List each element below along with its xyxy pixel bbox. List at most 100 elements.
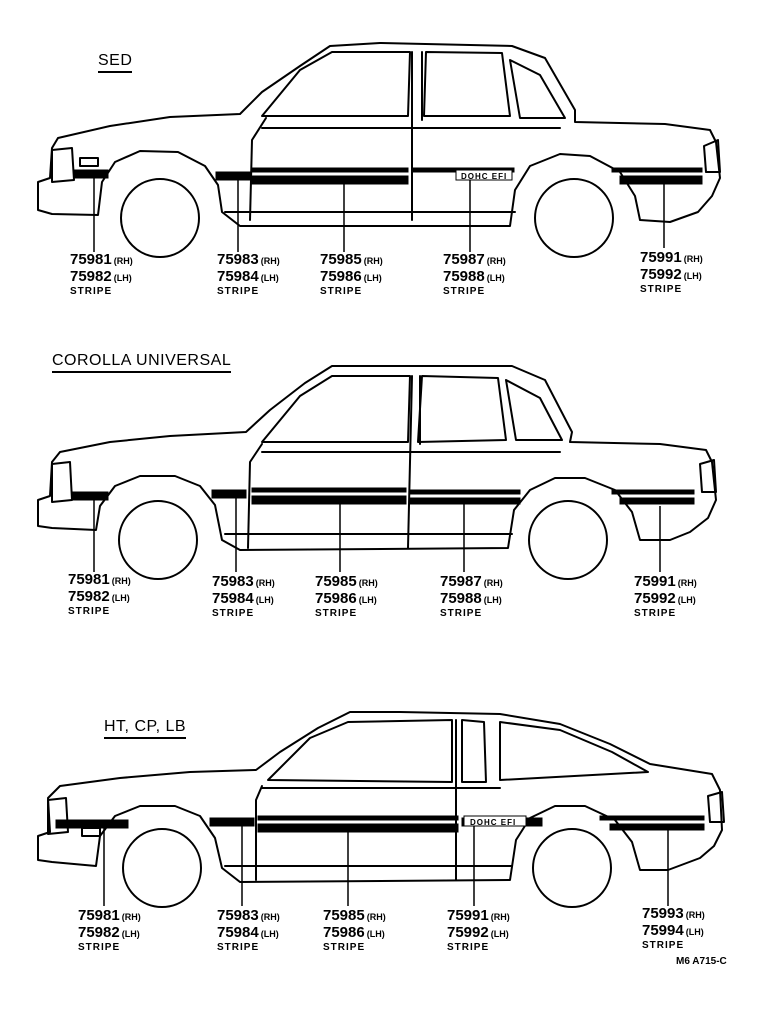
- part-number-rh: 75987: [440, 573, 482, 590]
- part-label: 75983(RH) 75984(LH) STRIPE: [217, 908, 337, 954]
- side-rh: (RH): [255, 578, 275, 588]
- sedan-badge-box: [455, 169, 513, 181]
- side-lh: (LH): [358, 595, 377, 605]
- part-number-lh: 75992: [640, 266, 682, 283]
- part-label: 75987(RH) 75988(LH) STRIPE: [440, 574, 560, 620]
- side-lh: (LH): [683, 271, 702, 281]
- side-rh: (RH): [683, 254, 703, 264]
- side-lh: (LH): [255, 595, 274, 605]
- side-lh: (LH): [685, 927, 704, 937]
- part-number-rh: 75981: [68, 571, 110, 588]
- part-number-rh: 75991: [640, 249, 682, 266]
- side-rh: (RH): [483, 578, 503, 588]
- side-rh: (RH): [677, 578, 697, 588]
- part-number-lh: 75992: [447, 924, 489, 941]
- side-lh: (LH): [677, 595, 696, 605]
- part-description: STRIPE: [70, 286, 113, 297]
- part-description: STRIPE: [640, 284, 683, 295]
- side-rh: (RH): [260, 912, 280, 922]
- part-description: STRIPE: [447, 942, 490, 953]
- side-lh: (LH): [260, 929, 279, 939]
- part-label: 75985(RH) 75986(LH) STRIPE: [323, 908, 443, 954]
- part-label: 75981(RH) 75982(LH) STRIPE: [70, 252, 190, 298]
- coupe-badge-box: [463, 815, 527, 827]
- part-number-rh: 75983: [217, 907, 259, 924]
- part-description: STRIPE: [212, 608, 255, 619]
- part-number-rh: 75985: [323, 907, 365, 924]
- part-description: STRIPE: [320, 286, 363, 297]
- part-description: STRIPE: [440, 608, 483, 619]
- side-lh: (LH): [483, 595, 502, 605]
- part-number-lh: 75986: [320, 268, 362, 285]
- side-lh: (LH): [111, 593, 130, 603]
- side-rh: (RH): [685, 910, 705, 920]
- part-label: 75993(RH) 75994(LH) STRIPE: [642, 906, 762, 952]
- side-lh: (LH): [260, 273, 279, 283]
- side-rh: (RH): [363, 256, 383, 266]
- part-number-lh: 75986: [323, 924, 365, 941]
- sedan-stripe: [73, 167, 703, 185]
- part-number-rh: 75983: [212, 573, 254, 590]
- part-label: 75981(RH) 75982(LH) STRIPE: [68, 572, 188, 618]
- part-number-lh: 75984: [217, 924, 259, 941]
- part-number-rh: 75981: [70, 251, 112, 268]
- part-number-lh: 75992: [634, 590, 676, 607]
- side-rh: (RH): [260, 256, 280, 266]
- universal-rear-wheel: [528, 500, 608, 580]
- universal-front-wheel: [118, 500, 198, 580]
- side-rh: (RH): [358, 578, 378, 588]
- universal-car-drawing: [37, 365, 717, 551]
- coupe-rear-wheel: [532, 828, 612, 908]
- part-number-lh: 75982: [70, 268, 112, 285]
- coupe-front-wheel: [122, 828, 202, 908]
- side-rh: (RH): [111, 576, 131, 586]
- part-label: 75991(RH) 75992(LH) STRIPE: [634, 574, 754, 620]
- part-number-rh: 75985: [315, 573, 357, 590]
- part-label: 75991(RH) 75992(LH) STRIPE: [640, 250, 760, 296]
- part-number-rh: 75983: [217, 251, 259, 268]
- part-description: STRIPE: [315, 608, 358, 619]
- side-lh: (LH): [366, 929, 385, 939]
- part-number-rh: 75985: [320, 251, 362, 268]
- part-number-rh: 75987: [443, 251, 485, 268]
- universal-leader-lines: [93, 498, 661, 572]
- part-label: 75983(RH) 75984(LH) STRIPE: [217, 252, 337, 298]
- coupe-car-drawing: [37, 711, 725, 883]
- part-number-lh: 75982: [78, 924, 120, 941]
- part-number-rh: 75981: [78, 907, 120, 924]
- section-title-universal: COROLLA UNIVERSAL: [52, 352, 232, 373]
- part-description: STRIPE: [217, 286, 260, 297]
- part-description: STRIPE: [443, 286, 486, 297]
- side-lh: (LH): [121, 929, 140, 939]
- side-lh: (LH): [113, 273, 132, 283]
- part-number-lh: 75986: [315, 590, 357, 607]
- part-label: 75983(RH) 75984(LH) STRIPE: [212, 574, 332, 620]
- side-rh: (RH): [486, 256, 506, 266]
- section-title-sed: SED: [98, 52, 133, 73]
- coupe-badge: DOHC EFI: [470, 818, 516, 827]
- part-number-rh: 75991: [447, 907, 489, 924]
- side-rh: (RH): [113, 256, 133, 266]
- universal-stripe: [71, 487, 695, 505]
- sedan-rear-wheel: [534, 178, 614, 258]
- sedan-badge: DOHC EFI: [461, 172, 507, 181]
- part-label: 75987(RH) 75988(LH) STRIPE: [443, 252, 563, 298]
- side-lh: (LH): [363, 273, 382, 283]
- part-description: STRIPE: [634, 608, 677, 619]
- side-rh: (RH): [490, 912, 510, 922]
- sedan-car-drawing: [37, 42, 721, 227]
- sedan-leader-lines: [93, 178, 665, 252]
- part-number-lh: 75988: [443, 268, 485, 285]
- part-number-rh: 75993: [642, 905, 684, 922]
- part-label: 75985(RH) 75986(LH) STRIPE: [320, 252, 440, 298]
- section-title-ht-cp-lb: HT, CP, LB: [104, 718, 187, 739]
- sedan-front-wheel: [120, 178, 200, 258]
- part-number-lh: 75984: [212, 590, 254, 607]
- part-label: 75991(RH) 75992(LH) STRIPE: [447, 908, 567, 954]
- part-number-rh: 75991: [634, 573, 676, 590]
- part-number-lh: 75984: [217, 268, 259, 285]
- part-number-lh: 75994: [642, 922, 684, 939]
- side-lh: (LH): [490, 929, 509, 939]
- part-label: 75981(RH) 75982(LH) STRIPE: [78, 908, 198, 954]
- side-lh: (LH): [486, 273, 505, 283]
